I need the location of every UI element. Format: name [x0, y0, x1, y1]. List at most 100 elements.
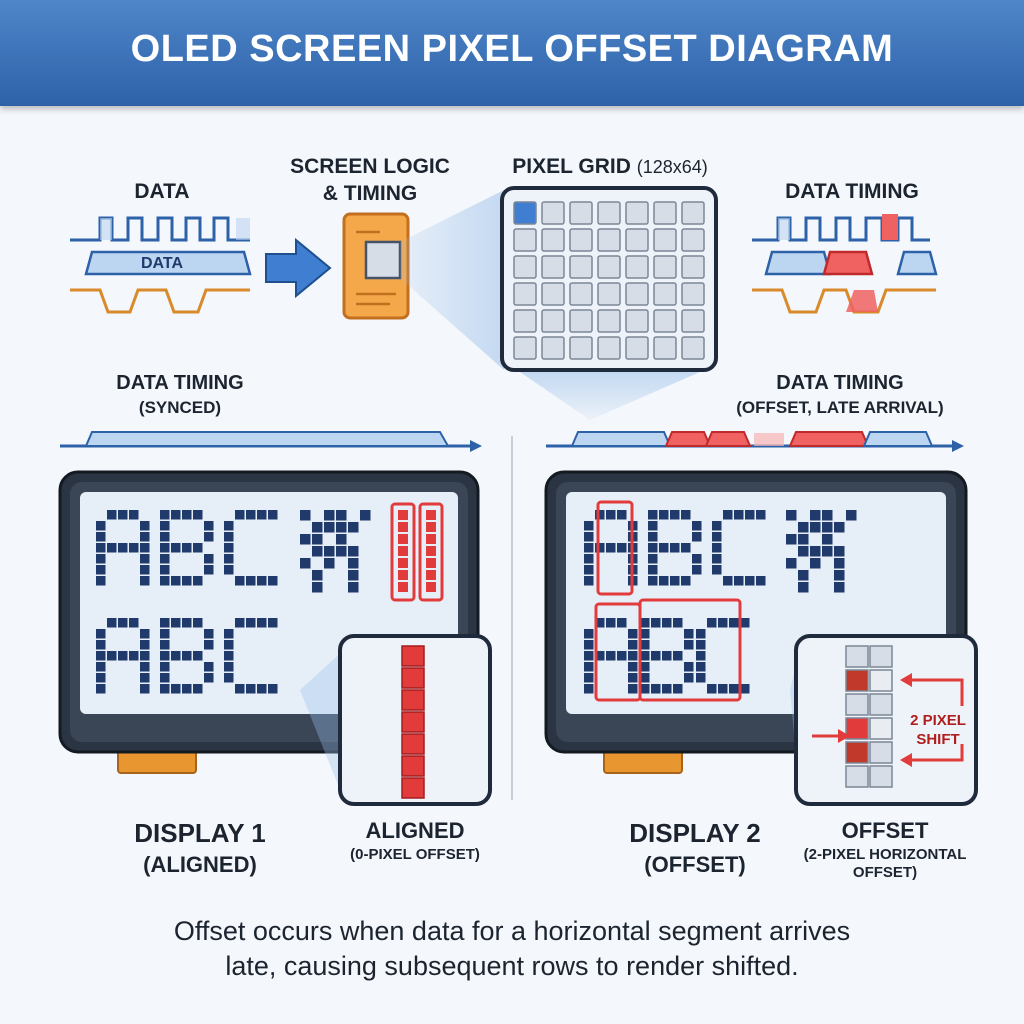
lit-pixel [696, 629, 706, 639]
lit-pixel [312, 570, 323, 581]
lit-pixel [584, 651, 594, 661]
lit-pixel [756, 510, 766, 520]
pixel-cell [541, 336, 565, 360]
pixel-cell [597, 336, 621, 360]
inset-pixel [845, 693, 869, 716]
lit-pixel [140, 554, 150, 564]
display-2-sub: (OFFSET) [644, 852, 746, 877]
lit-pixel [606, 651, 616, 661]
lit-pixel [182, 684, 192, 694]
pixel-cell [653, 309, 677, 333]
lit-pixel [96, 651, 106, 661]
lit-pixel [160, 532, 170, 542]
lit-pixel [140, 543, 150, 553]
pixel-cell [653, 255, 677, 279]
lit-pixel [684, 662, 694, 672]
lit-pixel [118, 510, 128, 520]
lit-pixel [224, 543, 234, 553]
offset-highlight [638, 598, 742, 702]
lit-pixel [246, 684, 256, 694]
lit-pixel [729, 618, 739, 628]
inset-pixel [401, 777, 425, 799]
screen-logic-chip-icon [342, 212, 410, 320]
lit-pixel [707, 684, 717, 694]
aligned-highlight [390, 502, 416, 602]
pixel-cell [681, 201, 705, 225]
lit-pixel [786, 510, 797, 521]
lit-pixel [312, 582, 323, 593]
lit-pixel [204, 673, 214, 683]
lit-pixel [96, 662, 106, 672]
lit-pixel [224, 554, 234, 564]
lit-pixel [140, 565, 150, 575]
lit-pixel [348, 582, 359, 593]
lit-pixel [129, 618, 139, 628]
lit-pixel [193, 543, 203, 553]
pixel-cell [653, 282, 677, 306]
lit-pixel [160, 543, 170, 553]
lit-pixel [257, 684, 267, 694]
lit-pixel [696, 662, 706, 672]
lit-pixel [696, 651, 706, 661]
inset-pixel [401, 667, 425, 689]
lit-pixel [118, 543, 128, 553]
diagram-title: OLED SCREEN PIXEL OFFSET DIAGRAM [130, 28, 894, 70]
lit-pixel [160, 651, 170, 661]
lit-pixel [786, 534, 797, 545]
lit-pixel [723, 510, 733, 520]
pixel-cell [541, 201, 565, 225]
lit-pixel [734, 576, 744, 586]
pixel-cell [569, 228, 593, 252]
pixel-cell [569, 255, 593, 279]
lit-pixel [729, 684, 739, 694]
lit-pixel [606, 510, 616, 520]
synced-timing-label: DATA TIMING [116, 372, 244, 394]
lit-pixel [584, 684, 594, 694]
lit-pixel [628, 640, 638, 650]
lit-pixel [324, 558, 335, 569]
pixel-cell [681, 282, 705, 306]
lit-pixel [718, 618, 728, 628]
lit-pixel [107, 543, 117, 553]
offset-status-sub-line2: OFFSET) [852, 864, 918, 881]
lit-pixel [696, 673, 706, 683]
lit-pixel [160, 510, 170, 520]
inset-pixel [845, 669, 869, 692]
lit-pixel [324, 510, 335, 521]
lit-pixel [648, 543, 658, 553]
inset-pixel [869, 669, 893, 692]
lit-pixel [692, 532, 702, 542]
pixel-cell [653, 336, 677, 360]
lit-pixel [107, 618, 117, 628]
lit-pixel [684, 640, 694, 650]
pixel-cell [625, 228, 649, 252]
inset-pixel [401, 711, 425, 733]
lit-pixel [628, 662, 638, 672]
display-1-title: DISPLAY 1 [134, 818, 266, 848]
shift-arrow-upper-icon [940, 678, 964, 706]
pixel-grid-title: PIXEL GRID [512, 155, 631, 178]
lit-pixel [648, 532, 658, 542]
lit-pixel [628, 629, 638, 639]
lit-pixel [834, 582, 845, 593]
lit-pixel [640, 629, 650, 639]
aligned-status-sub: (0-PIXEL OFFSET) [350, 846, 480, 863]
data-bus-label: DATA [140, 255, 184, 272]
lit-pixel [651, 618, 661, 628]
lit-pixel [648, 554, 658, 564]
lit-pixel [360, 510, 371, 521]
title-banner: OLED SCREEN PIXEL OFFSET DIAGRAM [0, 0, 1024, 106]
lit-pixel [257, 618, 267, 628]
lit-pixel [745, 576, 755, 586]
lit-pixel [617, 651, 627, 661]
lit-pixel [257, 510, 267, 520]
inset-pixel [869, 765, 893, 788]
lit-pixel [324, 522, 335, 533]
lit-pixel [662, 684, 672, 694]
lit-pixel [224, 521, 234, 531]
lit-pixel [798, 534, 809, 545]
lit-pixel [734, 510, 744, 520]
lit-pixel [606, 543, 616, 553]
lit-pixel [224, 640, 234, 650]
caption-line2: late, causing subsequent rows to render … [225, 951, 799, 981]
